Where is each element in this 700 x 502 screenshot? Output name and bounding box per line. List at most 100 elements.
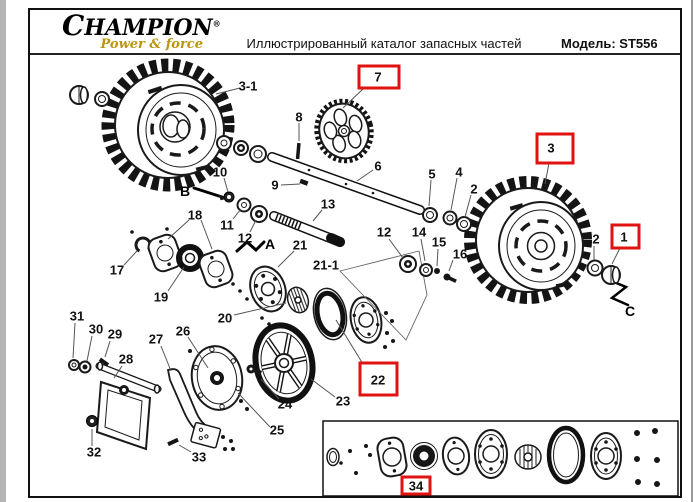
part-label-21: 21	[293, 238, 307, 253]
part-label-5: 5	[428, 167, 435, 182]
highlight-box-1	[610, 223, 641, 250]
part-label-10: 10	[213, 165, 227, 180]
part-label-20: 20	[218, 311, 232, 326]
leader-line-5	[428, 179, 432, 207]
plate-bolts	[188, 349, 249, 411]
leader-line-12	[249, 219, 257, 233]
wheel-hub-21	[249, 265, 287, 313]
b-arrow-head	[218, 194, 226, 201]
brand-tagline: Power & force	[100, 37, 204, 52]
leader-line-3	[544, 162, 550, 185]
part-label-34: 34	[409, 479, 424, 494]
inset-bolts-right	[634, 428, 660, 487]
leader-line-12	[388, 238, 404, 259]
leader-line-10	[223, 177, 229, 193]
leader-line-23	[310, 378, 336, 398]
inset-oring-small	[326, 447, 340, 467]
highlight-box-22	[358, 361, 399, 397]
viewer-left-edge	[0, 0, 6, 502]
wheel-nut-2-left	[456, 216, 472, 232]
leader-line-3-1	[215, 87, 241, 95]
ref-letter-A: A	[265, 236, 275, 252]
leader-line-18	[167, 219, 190, 240]
pin-29	[98, 357, 110, 367]
part-label-16: 16	[453, 247, 467, 262]
leader-line-19	[167, 266, 185, 292]
leader-line-16	[448, 259, 454, 272]
part-label-7: 7	[374, 70, 381, 85]
washer-14	[419, 263, 433, 277]
leader-line-4	[450, 177, 458, 211]
part-label-12: 12	[238, 231, 252, 246]
axle-cap-1	[601, 265, 621, 285]
spline-coupler-20	[286, 286, 310, 314]
leader-line-21	[277, 250, 295, 268]
friction-flange-21-1	[349, 296, 383, 344]
part-label-26: 26	[176, 324, 190, 339]
ball-15	[434, 268, 440, 274]
left-wheel	[101, 58, 235, 192]
support-arm-27	[166, 368, 235, 451]
leader-line-31	[72, 322, 76, 359]
part-label-9: 9	[271, 178, 278, 193]
leader-line-11	[232, 208, 242, 220]
bushing-5	[422, 207, 438, 223]
shoulder-bolt-24	[246, 364, 263, 375]
flange-bolts	[383, 311, 395, 349]
inset-oring-large	[546, 425, 586, 485]
leader-line-7	[342, 87, 365, 109]
axle-frame-28	[95, 361, 162, 451]
part-label-32: 32	[87, 445, 101, 460]
leader-line-15	[436, 248, 439, 267]
part-label-8: 8	[295, 110, 302, 125]
part-label-17: 17	[110, 263, 124, 278]
hex-shaft	[267, 152, 425, 215]
bearing-plate-26	[190, 345, 244, 411]
leader-line-1	[611, 247, 621, 265]
drive-gear	[314, 98, 374, 164]
axle-cap-left	[69, 85, 89, 105]
cotter-pin	[295, 142, 301, 160]
part-label-4: 4	[455, 165, 463, 180]
inset-bolts-left	[339, 444, 372, 475]
leader-line-22	[335, 319, 364, 365]
bolt-16	[443, 273, 457, 283]
bearing-flange-right	[198, 249, 234, 289]
part-label-33: 33	[192, 450, 206, 465]
part-label-23: 23	[336, 394, 350, 409]
shaft-key	[299, 178, 309, 186]
highlight-box-7	[357, 64, 401, 90]
washer-4	[442, 210, 458, 226]
b-arrow-line	[192, 186, 224, 199]
leader-line-33	[178, 444, 192, 453]
part-label-19: 19	[154, 290, 168, 305]
model-label: Модель: ST556	[561, 36, 658, 51]
leader-line-14	[420, 238, 426, 262]
friction-ring-22	[312, 287, 348, 341]
leader-line-2	[464, 194, 472, 218]
axle-shaft	[269, 211, 345, 247]
subassembly-wedge	[339, 250, 428, 341]
leader-line-27	[160, 345, 172, 372]
part-label-2: 2	[470, 182, 477, 197]
viewer-right-edge	[691, 0, 693, 502]
friction-wheel-23	[252, 322, 316, 404]
clip-33	[167, 437, 179, 447]
bearing-12-right	[399, 255, 417, 273]
part-label-29: 29	[108, 327, 122, 342]
registered-mark: ®	[212, 18, 221, 29]
champion-logo: CHAMPION® Power & force	[62, 9, 221, 52]
brand-initial: C	[62, 9, 85, 42]
inset-spline-coupler	[514, 444, 542, 470]
part-label-22: 22	[371, 373, 385, 388]
part-label-25: 25	[270, 423, 284, 438]
bearing-12-left	[250, 205, 268, 223]
a-zigzag-line	[235, 239, 266, 253]
part-label-3-1: 3-1	[239, 79, 258, 94]
wheel-spacer-set	[216, 135, 267, 163]
part-label-15: 15	[432, 235, 446, 250]
subassembly-inset	[322, 420, 679, 497]
inset-flange-1	[376, 436, 408, 478]
